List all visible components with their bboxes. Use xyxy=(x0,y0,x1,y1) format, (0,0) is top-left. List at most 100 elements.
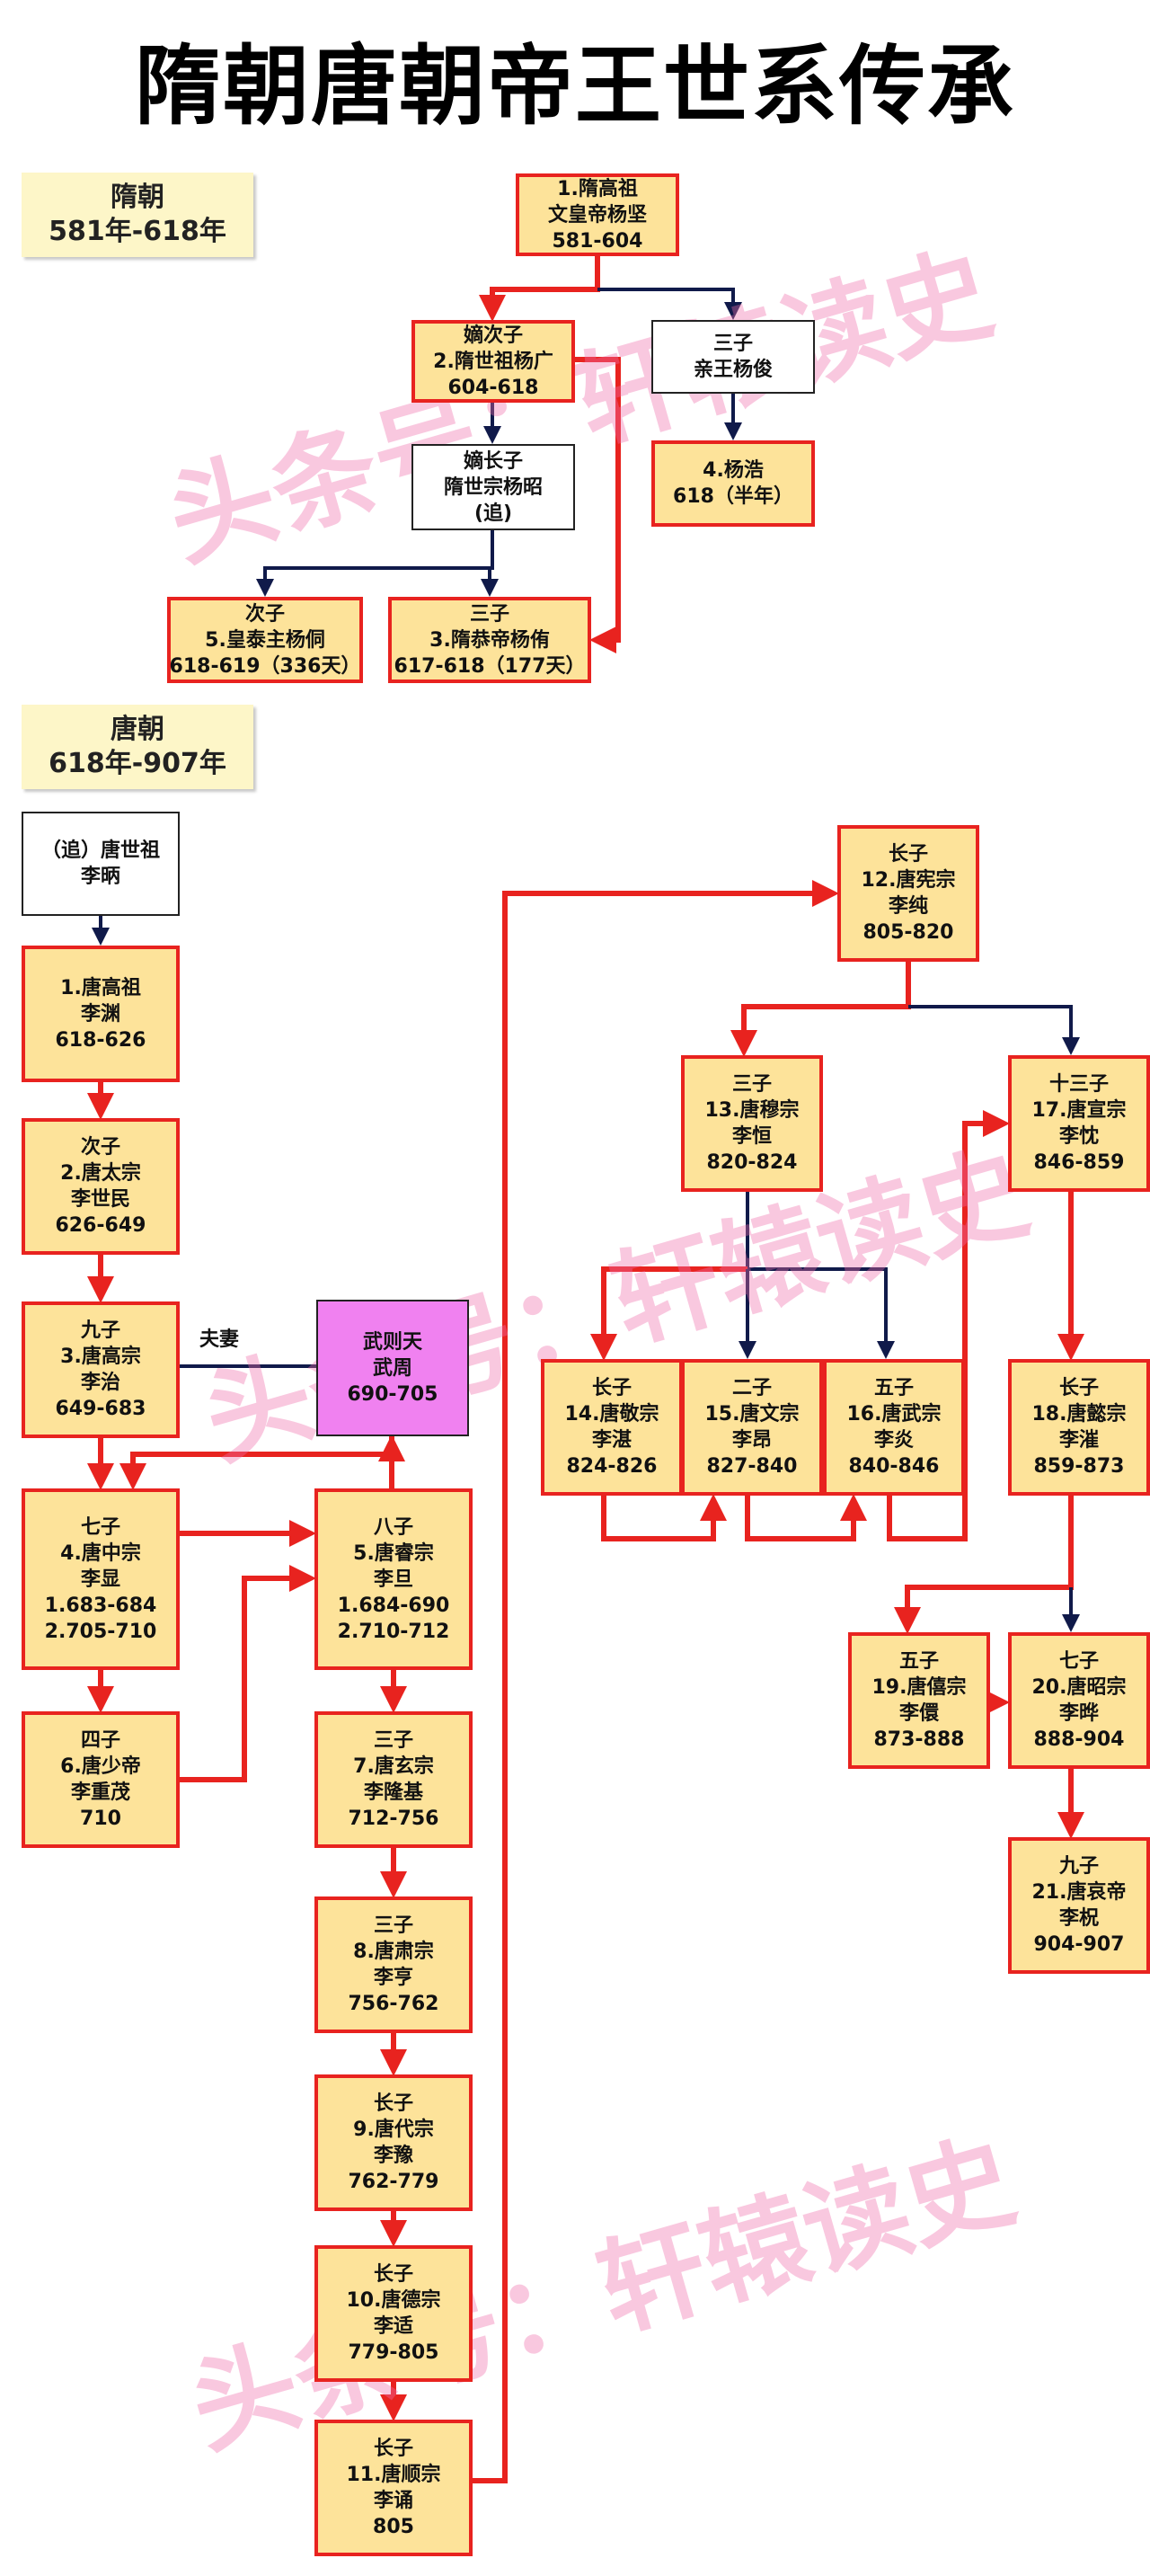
ruler-node-line: 五子 xyxy=(873,1377,914,1399)
ruler-node-line: 649-683 xyxy=(55,1398,146,1420)
ruler-node-t7: 三子 7.唐玄宗李隆基 712-756 xyxy=(314,1711,473,1848)
ruler-node-line: 824-826 xyxy=(566,1455,658,1478)
descent-arrow xyxy=(481,566,499,597)
ruler-node-line: 10.唐德宗 xyxy=(346,2289,441,2312)
ruler-node-line: 904-907 xyxy=(1033,1933,1125,1956)
ruler-node-line: 李显 xyxy=(80,1568,120,1591)
ruler-node-line: 626-649 xyxy=(55,1214,146,1237)
ruler-node-t10: 长子 10.唐德宗李适 779-805 xyxy=(314,2245,473,2382)
ruler-node-line: 710 xyxy=(80,1808,121,1830)
ruler-node-line: 长子 xyxy=(373,2263,413,2286)
ruler-node-line: 八子 xyxy=(373,1515,413,1539)
ruler-node-line: 712-756 xyxy=(348,1808,439,1830)
succession-arrow xyxy=(887,1110,1010,1541)
succession-arrow xyxy=(590,1266,748,1361)
ruler-node-line: 618-619（336天） xyxy=(169,654,361,678)
descent-arrow xyxy=(256,530,494,597)
era-label-tang: 唐朝 618年-907年 xyxy=(22,705,253,789)
ruler-node-line: 888-904 xyxy=(1033,1728,1125,1751)
ruler-node-line: 李纯 xyxy=(888,895,928,918)
succession-arrow xyxy=(473,880,839,2483)
ruler-node-line: 李治 xyxy=(80,1372,120,1394)
ruler-node-line: 18.唐懿宗 xyxy=(1031,1403,1127,1426)
spouse-label: 夫妻 xyxy=(199,1328,240,1351)
era-years: 618年-907年 xyxy=(49,748,226,779)
ruler-node-line: 7.唐玄宗 xyxy=(353,1755,434,1778)
ruler-node-line: 779-805 xyxy=(348,2341,439,2364)
ruler-node-line: 武周 xyxy=(372,1356,412,1380)
ruler-node-line: 文皇帝杨坚 xyxy=(547,203,647,227)
ruler-node-line: 五子 xyxy=(898,1650,939,1673)
ruler-node-line: 16.唐武宗 xyxy=(846,1403,942,1426)
ruler-node-line: 6.唐少帝 xyxy=(60,1755,141,1778)
ruler-node-line: 827-840 xyxy=(706,1455,798,1478)
ruler-node-line: 805 xyxy=(373,2516,414,2538)
ruler-node-s5: 嫡长子隋世宗杨昭 (追) xyxy=(411,444,575,530)
ruler-node-line: 隋世宗杨昭 xyxy=(443,475,543,499)
succession-arrow xyxy=(730,962,911,1057)
ruler-node-line: 李漼 xyxy=(1058,1429,1099,1452)
ruler-node-line: 七子 xyxy=(80,1515,120,1539)
ruler-node-line: 三子 xyxy=(373,1729,413,1752)
ruler-node-line: 李渊 xyxy=(80,1002,120,1026)
ruler-node-line: 十三子 xyxy=(1048,1073,1109,1096)
ruler-node-line: 5.唐睿宗 xyxy=(353,1541,434,1565)
ruler-node-line: 九子 xyxy=(1058,1855,1099,1878)
ruler-node-line: 756-762 xyxy=(348,1993,439,2015)
ruler-node-line: 19.唐僖宗 xyxy=(871,1676,967,1699)
ruler-node-line: 4.杨浩 xyxy=(703,459,764,482)
ruler-node-line: 8.唐肃宗 xyxy=(353,1941,434,1963)
ruler-node-line: 次子 xyxy=(244,602,285,626)
ruler-node-line: 3.唐高宗 xyxy=(60,1346,141,1368)
ruler-node-line: 2.710-712 xyxy=(337,1620,450,1643)
succession-arrow xyxy=(745,1494,867,1541)
ruler-node-line: 15.唐文宗 xyxy=(704,1403,800,1426)
ruler-node-line: 亲王杨俊 xyxy=(693,359,773,381)
ruler-node-line: 20.唐昭宗 xyxy=(1031,1676,1127,1699)
ruler-node-line: 李隆基 xyxy=(363,1781,423,1804)
ruler-node-line: 581-604 xyxy=(552,229,643,253)
ruler-node-line: 李适 xyxy=(373,2315,413,2338)
ruler-node-line: 13.唐穆宗 xyxy=(704,1099,800,1122)
ruler-node-line: 2.隋世祖杨广 xyxy=(433,350,553,373)
succession-arrow xyxy=(894,1496,1074,1634)
ruler-node-line: 873-888 xyxy=(873,1728,965,1751)
ruler-node-line: 李世民 xyxy=(70,1188,130,1211)
ruler-node-line: 1.683-684 xyxy=(44,1594,157,1617)
ruler-node-line: 762-779 xyxy=(348,2171,439,2193)
ruler-node-line: 李柷 xyxy=(1058,1907,1099,1930)
ruler-node-t19: 五子 19.唐僖宗李儇 873-888 xyxy=(848,1632,990,1769)
ruler-node-line: 690-705 xyxy=(347,1382,438,1406)
succession-arrow xyxy=(575,357,621,653)
ruler-node-line: (追) xyxy=(473,502,513,525)
ruler-node-line: 17.唐宣宗 xyxy=(1031,1099,1127,1122)
ruler-node-line: 李炎 xyxy=(873,1429,914,1452)
ruler-node-line: 1.唐高祖 xyxy=(60,976,141,999)
ruler-node-line: 李儇 xyxy=(898,1702,939,1725)
ruler-node-line: 李亨 xyxy=(373,1967,413,1989)
ruler-node-line: 四子 xyxy=(80,1729,120,1752)
ruler-node-line: 2.705-710 xyxy=(44,1620,157,1643)
ruler-node-s3: 三子亲王杨俊 xyxy=(651,320,815,394)
ruler-node-line: 1.隋高祖 xyxy=(557,177,638,200)
ruler-node-line: 李豫 xyxy=(373,2145,413,2167)
ruler-node-line: 14.唐敬宗 xyxy=(564,1403,659,1426)
era-label-sui: 隋朝 581年-618年 xyxy=(22,173,253,257)
ruler-node-line: 次子 xyxy=(80,1136,120,1159)
ruler-node-line: 嫡长子 xyxy=(463,449,523,473)
ruler-node-line: 长子 xyxy=(1058,1377,1099,1399)
ruler-node-line: 长子 xyxy=(373,2438,413,2460)
